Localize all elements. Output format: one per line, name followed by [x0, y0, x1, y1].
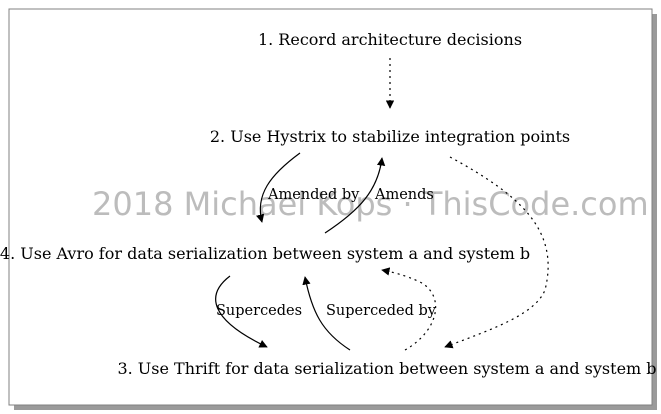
edge-avro-to-thrift-supercedes — [215, 275, 268, 348]
edge-label-superceded-by: Superceded by — [326, 303, 437, 319]
page-frame — [8, 8, 653, 406]
node-use-avro: 4. Use Avro for data serialization betwe… — [0, 244, 530, 263]
edge-label-amends: Amends — [374, 187, 434, 203]
edge-hystrix-to-thrift — [444, 156, 549, 349]
edge-label-supercedes: Supercedes — [216, 303, 302, 319]
node-use-thrift: 3. Use Thrift for data serialization bet… — [117, 359, 656, 378]
edge-hystrix-to-avro-amended-by — [256, 152, 301, 223]
node-record-architecture-decisions: 1. Record architecture decisions — [258, 30, 522, 49]
edge-label-amended-by: Amended by — [267, 187, 360, 203]
edge-avro-to-hystrix-amends — [324, 157, 386, 234]
edge-thrift-to-avro-superceded-by — [302, 276, 351, 351]
node-use-hystrix: 2. Use Hystrix to stabilize integration … — [210, 127, 570, 146]
